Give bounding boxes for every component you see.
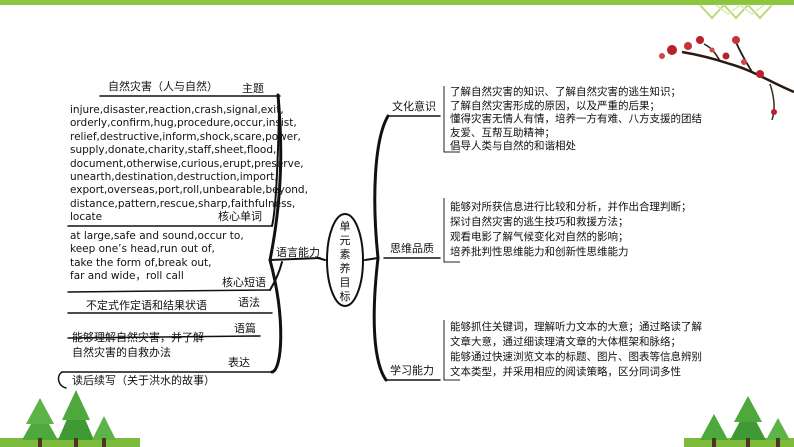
learning-label: 学习能力: [390, 364, 434, 377]
learning-bracket: [443, 320, 460, 381]
discourse-underline: [67, 335, 261, 339]
thinking-label: 思维品质: [390, 242, 434, 255]
hub-node: 单 元 素 养 目 标: [325, 212, 365, 308]
vocab-label: 核心单词: [218, 210, 262, 223]
hub-char: 目: [339, 276, 351, 289]
thinking-line: 能够对所获信息进行比较和分析，并作出合理判断；: [450, 201, 692, 213]
left-trunk-upper: [268, 93, 283, 262]
vocab-line: export,overseas,port,roll,unbearable,bey…: [70, 184, 308, 197]
hub-char: 养: [339, 262, 351, 275]
vocab-list: injure,disaster,reaction,crash,signal,ex…: [70, 104, 308, 225]
language-branch-label: 语言能力: [276, 246, 320, 259]
hub-char: 元: [339, 234, 351, 247]
culture-line: 了解自然灾害的知识、了解自然灾害的逃生知识；: [450, 86, 681, 98]
culture-line: 友爱、互帮互助精神；: [450, 126, 555, 139]
grammar-text: 不定式作定语和结果状语: [86, 299, 207, 312]
vocab-line: injure,disaster,reaction,crash,signal,ex…: [70, 104, 284, 116]
trees-left-icon: [0, 390, 140, 447]
expression-curl: [57, 371, 67, 389]
discourse-line: 能够理解自然灾害，并了解: [72, 331, 204, 344]
vocab-line: document,otherwise,curious,erupt,preserv…: [70, 157, 304, 170]
right-trunk-upper: [373, 114, 390, 260]
trees-right-icon: [684, 396, 794, 447]
discourse-line: 自然灾害的自救办法: [72, 346, 171, 359]
culture-bracket: [443, 86, 460, 153]
hub-oval: [326, 213, 364, 307]
vocab-line: supply,donate,charity,staff,sheet,flood,: [70, 144, 277, 157]
expression-label: 表达: [228, 356, 250, 369]
culture-line: 懂得灾害无情人有情，培养一方有难、八方支援的团结: [450, 113, 702, 126]
phrase-line: far and wide，roll call: [70, 270, 184, 283]
learning-text: 能够抓住关键词，理解听力文本的大意；通过略读了解 文章大意，通过细读理清文章的大…: [450, 320, 702, 380]
plum-blossom-branch-icon: [659, 36, 794, 121]
hub-char: 标: [339, 290, 351, 303]
thinking-bracket: [443, 198, 460, 263]
culture-text: 了解自然灾害的知识、了解自然灾害的逃生知识； 了解自然灾害形成的原因，以及严重的…: [450, 86, 702, 154]
thinking-line: 观看电影了解气候变化对自然的影响；: [450, 231, 629, 243]
language-branch-underline: [269, 257, 321, 261]
triangle-ornament-inner: [715, 4, 765, 15]
hub-char: 单: [339, 220, 351, 233]
thinking-line: 培养批判性思维能力和创新性思维能力: [450, 246, 629, 258]
learning-line: 文章大意，通过细读理清文章的大体框架和脉络；: [450, 336, 681, 348]
grammar-label: 语法: [238, 296, 260, 309]
vocab-connector: [271, 109, 280, 227]
phrases-connector: [269, 261, 283, 291]
discourse-label: 语篇: [234, 322, 256, 335]
phrase-line: at large,safe and sound,occur to,: [70, 230, 244, 242]
right-trunk-lower: [372, 256, 388, 382]
theme-label: 主题: [242, 82, 264, 95]
vocab-line: locate: [70, 211, 103, 224]
hub-char: 素: [339, 248, 351, 261]
learning-line: 能够通过快速浏览文本的标题、图片、图表等信息辨别: [450, 351, 702, 363]
top-green-band: [0, 0, 794, 5]
vocab-line: orderly,confirm,hug,procedure,occur,insi…: [70, 117, 297, 130]
vocab-line: unearth,destination,destruction,import,: [70, 171, 278, 184]
hub-label: 单 元 素 养 目 标: [325, 220, 365, 304]
phrase-line: take the form of,break out,: [70, 256, 212, 269]
learning-line: 文本类型，并采用相应的阅读策略，区分同词多性: [450, 366, 681, 378]
vocab-line: distance,pattern,rescue,sharp,faithfulne…: [70, 197, 296, 210]
phrase-list: at large,safe and sound,occur to, keep o…: [70, 230, 270, 284]
phrases-underline: [67, 289, 271, 293]
phrase-line: keep one’s head,run out of,: [70, 243, 215, 256]
theme-text: 自然灾害（人与自然）: [108, 80, 218, 93]
thinking-text: 能够对所获信息进行比较和分析，并作出合理判断； 探讨自然灾害的逃生技巧和救援方法…: [450, 200, 692, 260]
vocab-line: relief,destructive,inform,shock,scare,po…: [70, 130, 301, 143]
triangle-ornament: [699, 3, 773, 20]
culture-line: 倡导人类与自然的和谐相处: [450, 140, 576, 153]
expression-text: 读后续写（关于洪水的故事）: [72, 374, 215, 387]
learning-line: 能够抓住关键词，理解听力文本的大意；通过略读了解: [450, 321, 702, 333]
discourse-text: 能够理解自然灾害，并了解 自然灾害的自救办法: [72, 330, 204, 360]
hub-right-connector: [364, 257, 379, 261]
left-trunk-lower: [268, 258, 283, 374]
thinking-line: 探讨自然灾害的逃生技巧和救援方法；: [450, 216, 629, 228]
culture-label: 文化意识: [392, 100, 436, 113]
culture-line: 了解自然灾害形成的原因，以及严重的后果；: [450, 99, 660, 112]
phrases-label: 核心短语: [222, 276, 266, 289]
